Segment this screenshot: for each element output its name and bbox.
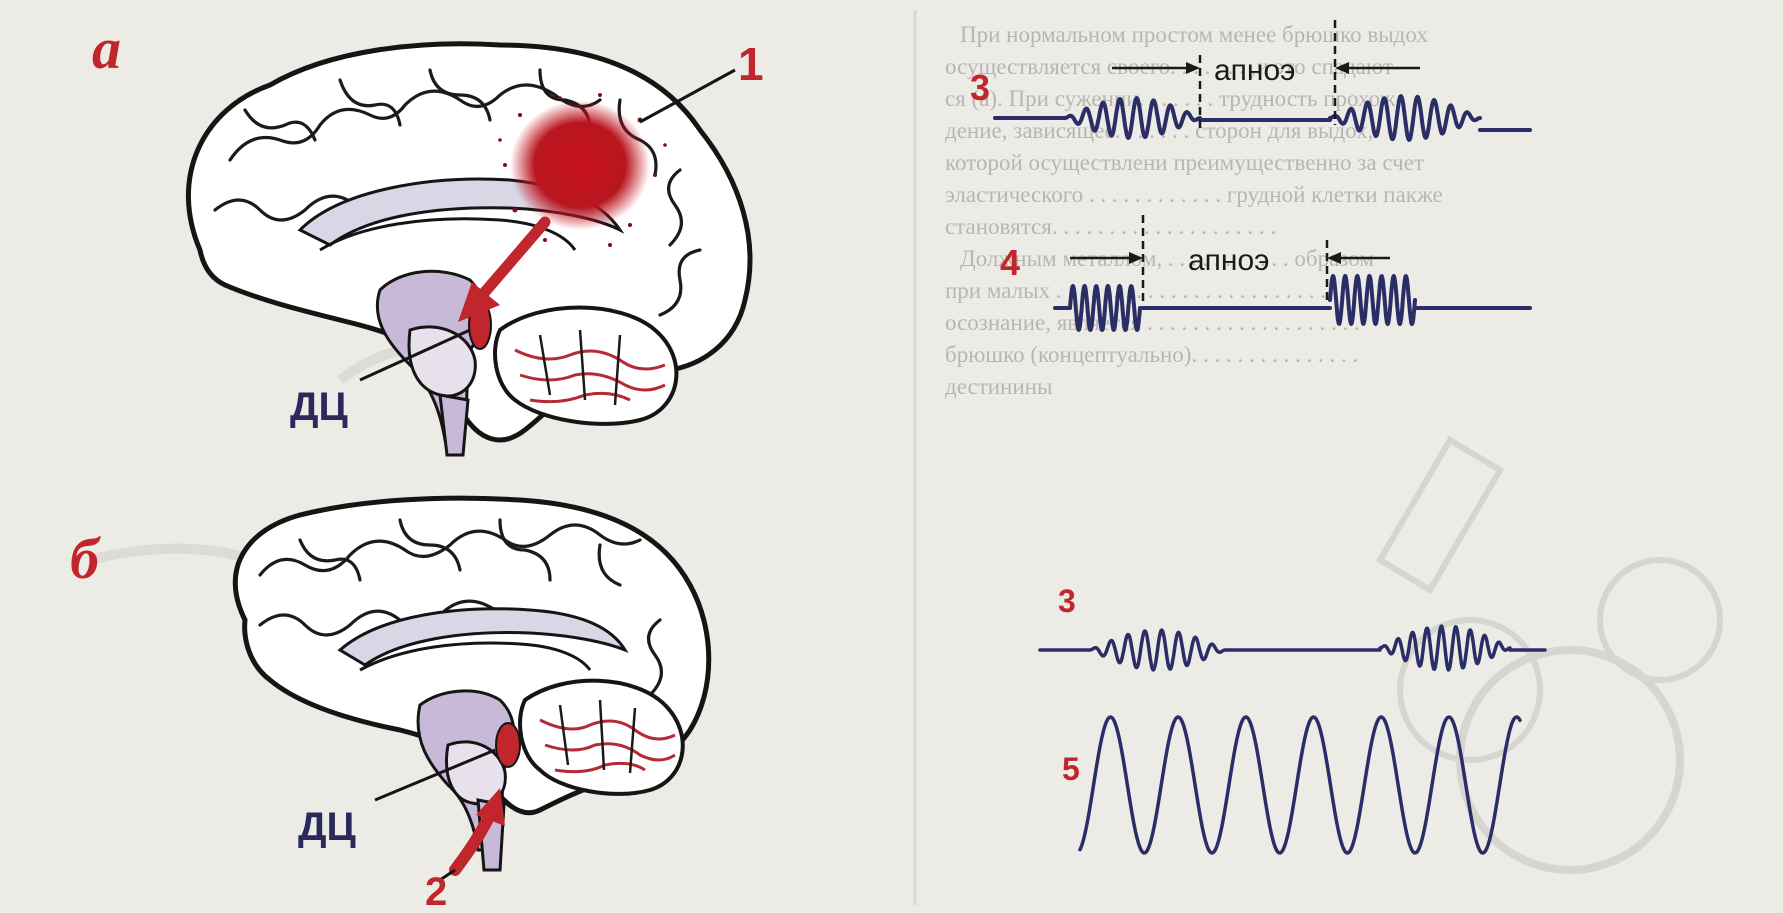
bg-line: осознание, является . . . . . . . . . . …: [945, 310, 1360, 335]
label-2: 2: [425, 870, 447, 913]
panel-a-letter: а: [92, 16, 121, 81]
bg-line: становятся. . . . . . . . . . . . . . . …: [945, 214, 1276, 239]
panel-b-letter: б: [70, 526, 101, 591]
bg-line: При нормальном простом менее брюшко выдо…: [960, 22, 1428, 47]
trace-number: 4: [1000, 242, 1020, 283]
bg-line: осуществляется своего. . . . . . . ,и эт…: [945, 54, 1401, 79]
apnea-label: апноэ: [1188, 244, 1270, 277]
label-1: 1: [738, 38, 764, 90]
trace-number: 3: [1058, 583, 1076, 619]
bg-line: дестинины: [945, 374, 1052, 399]
trace-number: 5: [1062, 751, 1080, 787]
label-dc-b: ДЦ: [298, 805, 356, 849]
label-dc-a: ДЦ: [290, 385, 348, 429]
apnea-label: апноэ: [1214, 54, 1296, 87]
bg-line: которой осуществлени преимущественно за …: [945, 150, 1424, 175]
bg-line: Должным металлом, . . . . . . . . . . . …: [960, 246, 1374, 271]
trace-number: 3: [970, 67, 990, 108]
bg-line: брюшко (концептуально). . . . . . . . . …: [945, 342, 1358, 367]
bg-line: эластического . . . . . . . . . . . . гр…: [945, 182, 1443, 207]
